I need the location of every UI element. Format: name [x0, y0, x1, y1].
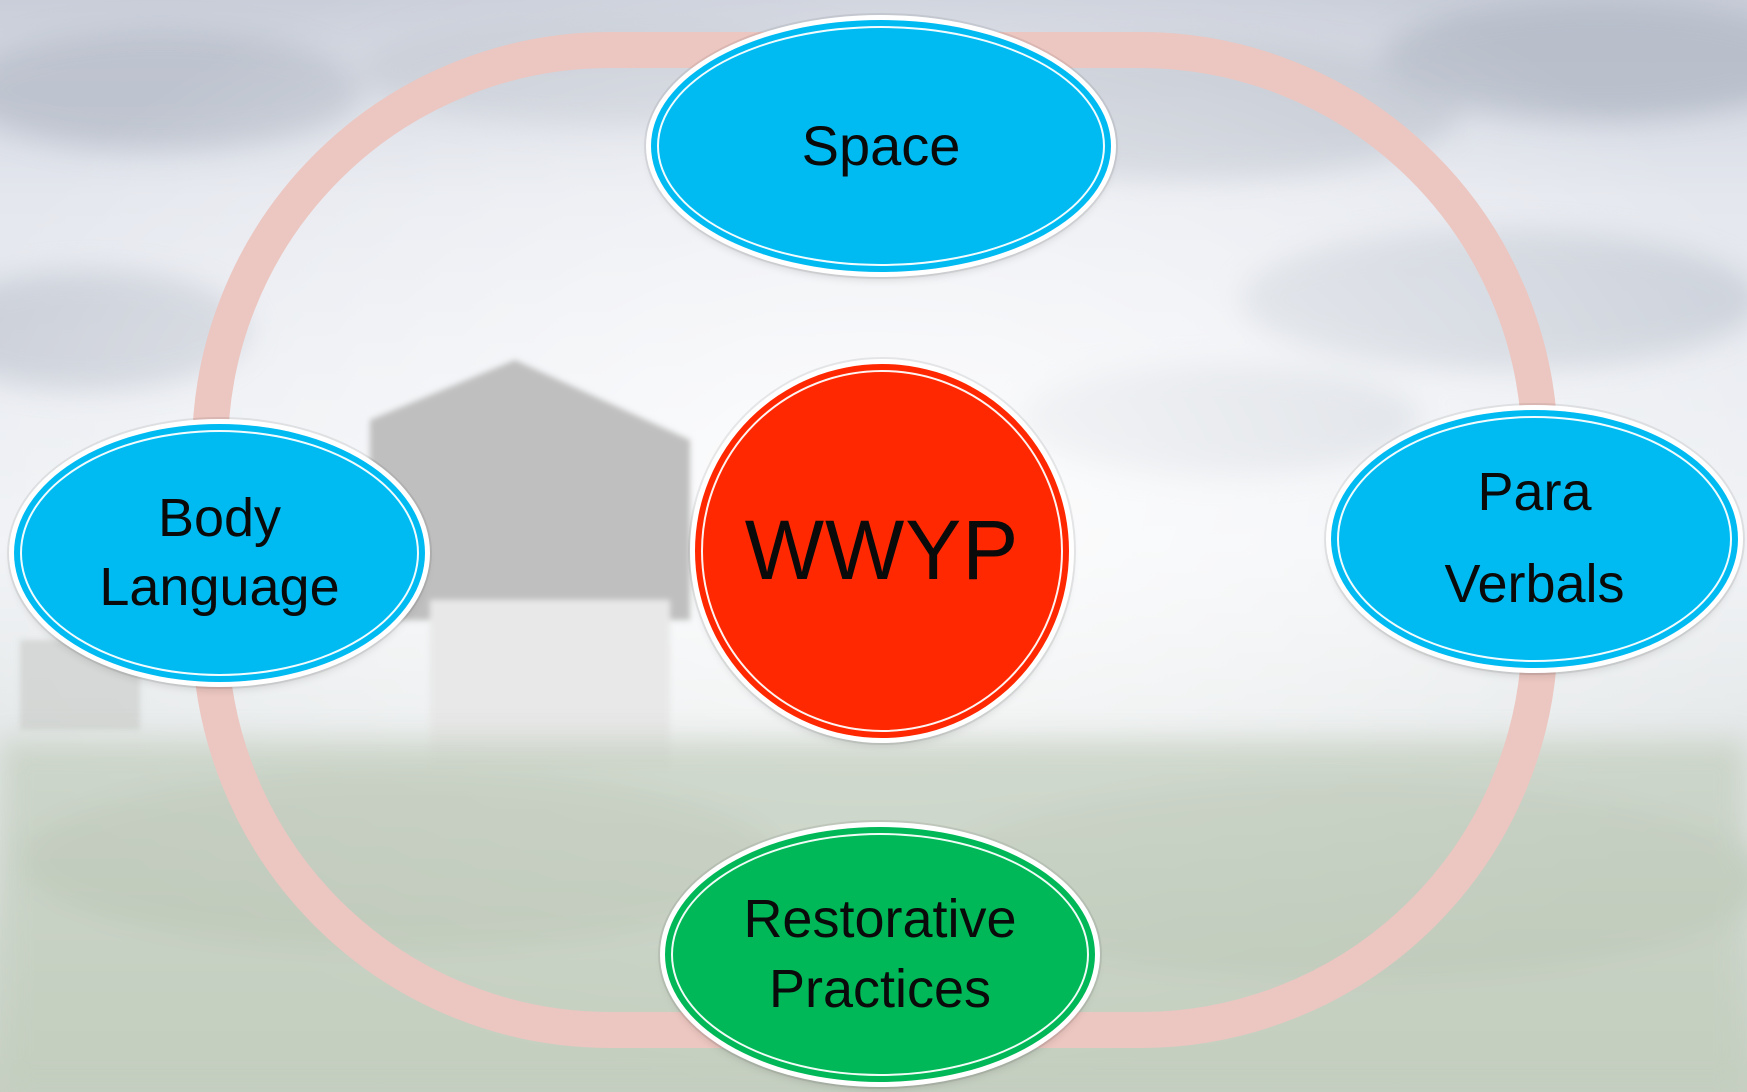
- node-space-line-1: Space: [801, 114, 961, 178]
- node-body-language[interactable]: Body Language: [14, 424, 425, 682]
- node-body-language-label: Body Language: [99, 484, 339, 622]
- node-space[interactable]: Space: [651, 20, 1111, 272]
- center-node-label: WWYP: [744, 503, 1020, 598]
- node-para-verbals-line-1: Para: [1477, 462, 1592, 523]
- node-para-verbals-line-2: Verbals: [1444, 554, 1625, 614]
- node-restorative-practices-line-2: Practices: [768, 958, 992, 1019]
- node-para-verbals[interactable]: Para Verbals: [1331, 410, 1738, 668]
- ring-path: [192, 32, 1558, 1048]
- node-space-label: Space: [802, 110, 961, 182]
- node-body-language-line-2: Language: [99, 557, 340, 617]
- node-para-verbals-label: Para Verbals: [1444, 447, 1624, 631]
- node-body-language-line-1: Body: [157, 487, 282, 548]
- node-restorative-practices-label: Restorative Practices: [743, 885, 1016, 1023]
- node-restorative-practices[interactable]: Restorative Practices: [665, 827, 1095, 1082]
- center-node-wwyp[interactable]: WWYP: [695, 364, 1069, 738]
- node-restorative-practices-line-1: Restorative: [743, 889, 1017, 950]
